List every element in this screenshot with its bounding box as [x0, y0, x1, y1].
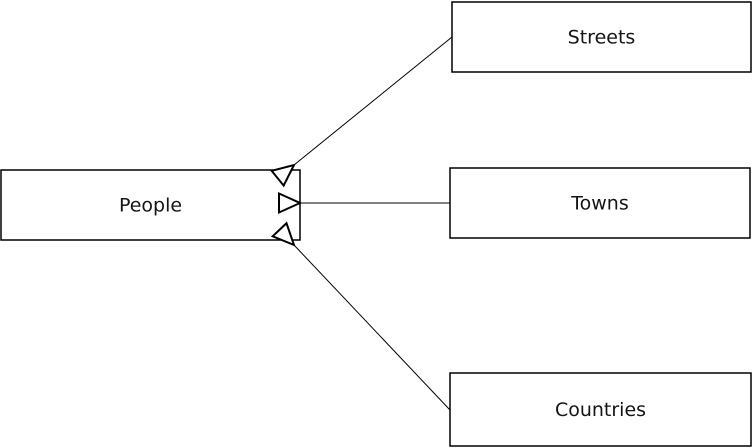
- edges-layer: [294, 36, 453, 411]
- node-countries: Countries: [449, 372, 752, 447]
- node-label-countries: Countries: [555, 399, 646, 421]
- node-label-streets: Streets: [568, 27, 636, 49]
- node-box-people: [0, 169, 301, 241]
- edge-streets-people: [294, 36, 453, 165]
- node-box-towns: [449, 167, 751, 239]
- node-label-people: People: [119, 195, 182, 217]
- node-people: People: [0, 169, 301, 241]
- node-box-countries: [449, 372, 752, 447]
- edge-countries-people: [294, 245, 451, 411]
- node-label-towns: Towns: [570, 193, 628, 215]
- node-towns: Towns: [449, 167, 751, 239]
- node-box-streets: [451, 1, 752, 73]
- node-streets: Streets: [451, 1, 752, 73]
